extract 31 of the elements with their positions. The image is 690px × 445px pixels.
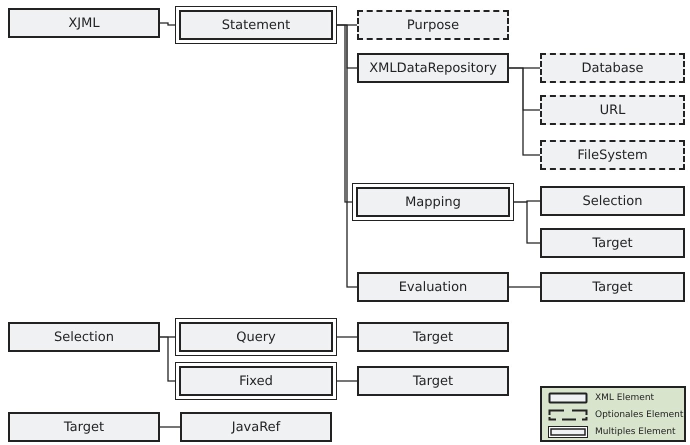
element-box: Target [540,272,685,302]
element-box: XJML [8,8,160,38]
element-name: Query [179,322,333,352]
element-box: Target [540,228,685,258]
element-box: Target [357,366,509,396]
connector-line [160,22,175,26]
optional-element-box: Purpose [357,10,509,40]
element-box: Selection [8,322,160,352]
connector-line [337,24,357,288]
connector-line [337,380,357,382]
connector-line [514,201,540,244]
element-box: JavaRef [180,412,332,442]
connector-line [509,286,540,288]
element-box: Selection [540,186,685,216]
element-name: Statement [179,10,333,40]
connector-line [509,67,540,156]
element-name: Mapping [356,187,510,217]
connector-line [337,336,357,338]
element-box: Evaluation [357,272,509,302]
connector-line [160,426,180,428]
legend-label: Optionales Element [595,410,684,420]
legend-label: XML Element [595,393,654,403]
optional-element-box: URL [540,95,685,125]
connector-line [160,336,175,382]
element-box: Target [357,322,509,352]
optional-element-box: Database [540,53,685,83]
element-name: Fixed [179,366,333,396]
optional-element-box: FileSystem [540,140,685,170]
element-box: Target [8,412,160,442]
legend-label: Multiples Element [595,427,676,437]
element-box: XMLDataRepository [357,53,509,83]
